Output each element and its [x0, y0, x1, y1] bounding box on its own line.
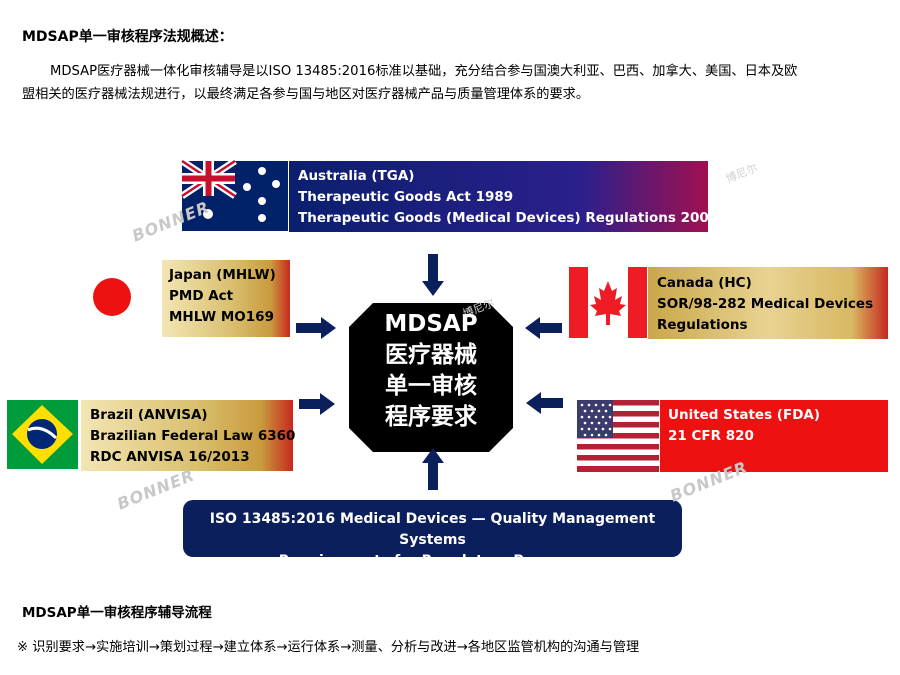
arrow-left-canada: [525, 317, 562, 339]
arrow-down-top: [422, 254, 444, 296]
arrow-up-bottom: [422, 448, 444, 490]
brazil-rdc: RDC ANVISA 16/2013: [90, 449, 250, 465]
center-octagon: [349, 303, 513, 452]
brazil-law: Brazilian Federal Law 6360: [90, 428, 296, 444]
iso-text: ISO 13485:2016 Medical Devices — Quality…: [183, 509, 682, 572]
canada-regulation: SOR/98-282 Medical Devices: [657, 296, 874, 312]
section-title-overview: MDSAP单一审核程序法规概述：: [22, 29, 233, 45]
center-line3: 单一审核: [385, 373, 477, 399]
iso-box: [183, 500, 682, 557]
japan-act: PMD Act: [169, 288, 234, 304]
center-line2: 医疗器械: [385, 342, 477, 368]
iso-line2: Requirements for Regulatory Purposes: [278, 553, 587, 569]
overview-paragraph-line1: MDSAP医疗器械一体化审核辅导是以ISO 13485:2016标准以基础，充分…: [50, 64, 798, 79]
canada-regulation-cont: Regulations: [657, 317, 748, 333]
center-title: MDSAP: [384, 311, 478, 337]
arrow-right-brazil: [299, 393, 335, 415]
usa-text: United States (FDA) 21 CFR 820: [668, 405, 820, 447]
brazil-name: Brazil (ANVISA): [90, 407, 208, 423]
center-line4: 程序要求: [385, 404, 477, 430]
canada-name: Canada (HC): [657, 275, 752, 291]
iso-line1: ISO 13485:2016 Medical Devices — Quality…: [209, 511, 656, 548]
usa-box: [660, 400, 888, 472]
usa-flag: [577, 400, 659, 472]
australia-name: Australia (TGA): [298, 168, 415, 184]
japan-ordinance: MHLW MO169: [169, 309, 274, 325]
brazil-box: [81, 400, 293, 471]
japan-box: [162, 260, 290, 337]
japan-flag: [93, 278, 131, 316]
arrow-left-usa: [526, 392, 563, 414]
australia-regulation: Therapeutic Goods (Medical Devices) Regu…: [298, 210, 719, 226]
brazil-flag: [7, 400, 78, 469]
overview-paragraph-line2: 盟相关的医疗器械法规进行，以最终满足各参与国与地区对医疗器械产品与质量管理体系的…: [22, 87, 590, 102]
process-steps: ※ 识别要求→实施培训→策划过程→建立体系→运行体系→测量、分析与改进→各地区监…: [17, 640, 640, 655]
center-text: MDSAP 医疗器械 单一审核 程序要求: [349, 309, 513, 433]
japan-text: Japan (MHLW) PMD Act MHLW MO169: [169, 265, 276, 328]
section-title-process: MDSAP单一审核程序辅导流程: [22, 605, 212, 621]
canada-flag: [569, 267, 647, 338]
brazil-text: Brazil (ANVISA) Brazilian Federal Law 63…: [90, 405, 295, 468]
australia-text: Australia (TGA) Therapeutic Goods Act 19…: [298, 166, 718, 229]
usa-name: United States (FDA): [668, 407, 821, 423]
usa-cfr: 21 CFR 820: [668, 428, 754, 444]
japan-name: Japan (MHLW): [169, 267, 276, 283]
arrow-right-japan: [296, 317, 336, 339]
australia-flag: [180, 158, 288, 231]
canada-text: Canada (HC) SOR/98-282 Medical Devices R…: [657, 273, 873, 336]
australia-box: [289, 161, 708, 232]
canada-box: [648, 267, 888, 339]
australia-act: Therapeutic Goods Act 1989: [298, 189, 514, 205]
